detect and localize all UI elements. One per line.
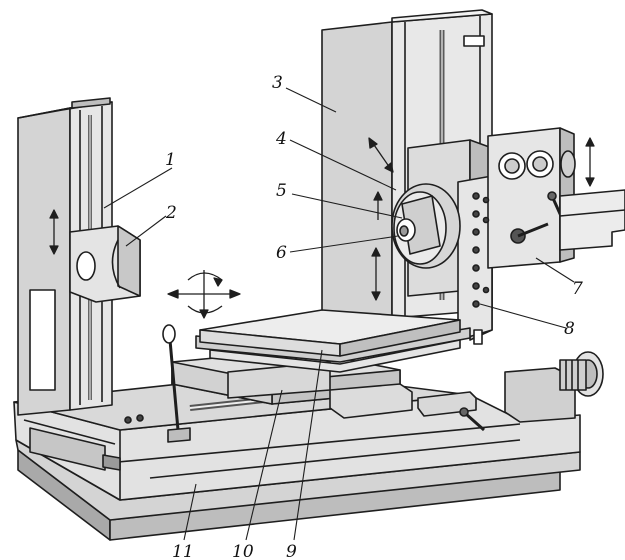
label-11: 11 bbox=[172, 542, 194, 560]
leader-lines bbox=[103, 87, 575, 541]
label-7: 7 bbox=[572, 279, 583, 299]
label-9: 9 bbox=[286, 542, 297, 560]
label-3: 3 bbox=[272, 73, 283, 93]
label-2: 2 bbox=[165, 203, 177, 223]
motion-arrows bbox=[49, 137, 595, 319]
bed-hand-lever bbox=[124, 324, 191, 443]
backstay-block bbox=[69, 225, 141, 303]
label-6: 6 bbox=[276, 243, 287, 263]
lower-lever bbox=[459, 407, 485, 432]
label-5: 5 bbox=[276, 181, 287, 201]
part-labels: 1 2 3 4 5 6 7 8 9 10 11 bbox=[165, 73, 583, 560]
faceplate bbox=[391, 183, 461, 269]
label-10: 10 bbox=[232, 542, 254, 560]
label-8: 8 bbox=[564, 319, 575, 339]
worktable bbox=[195, 309, 471, 373]
spindle-motor bbox=[504, 351, 604, 423]
bed bbox=[13, 371, 581, 541]
label-4: 4 bbox=[275, 129, 287, 149]
label-1: 1 bbox=[165, 150, 176, 170]
boring-spindle-bar bbox=[559, 189, 625, 251]
